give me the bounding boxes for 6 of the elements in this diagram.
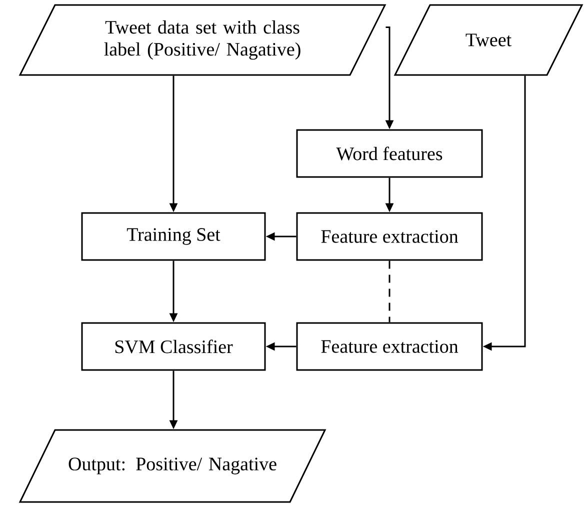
process-box: SVM Classifier — [81, 322, 266, 371]
process-box: Feature extraction — [296, 212, 483, 261]
process-box: Feature extraction — [296, 322, 483, 371]
dashed-line — [388, 260, 390, 322]
process-box: Training Set — [81, 212, 266, 261]
process-box: Word features — [296, 129, 483, 178]
